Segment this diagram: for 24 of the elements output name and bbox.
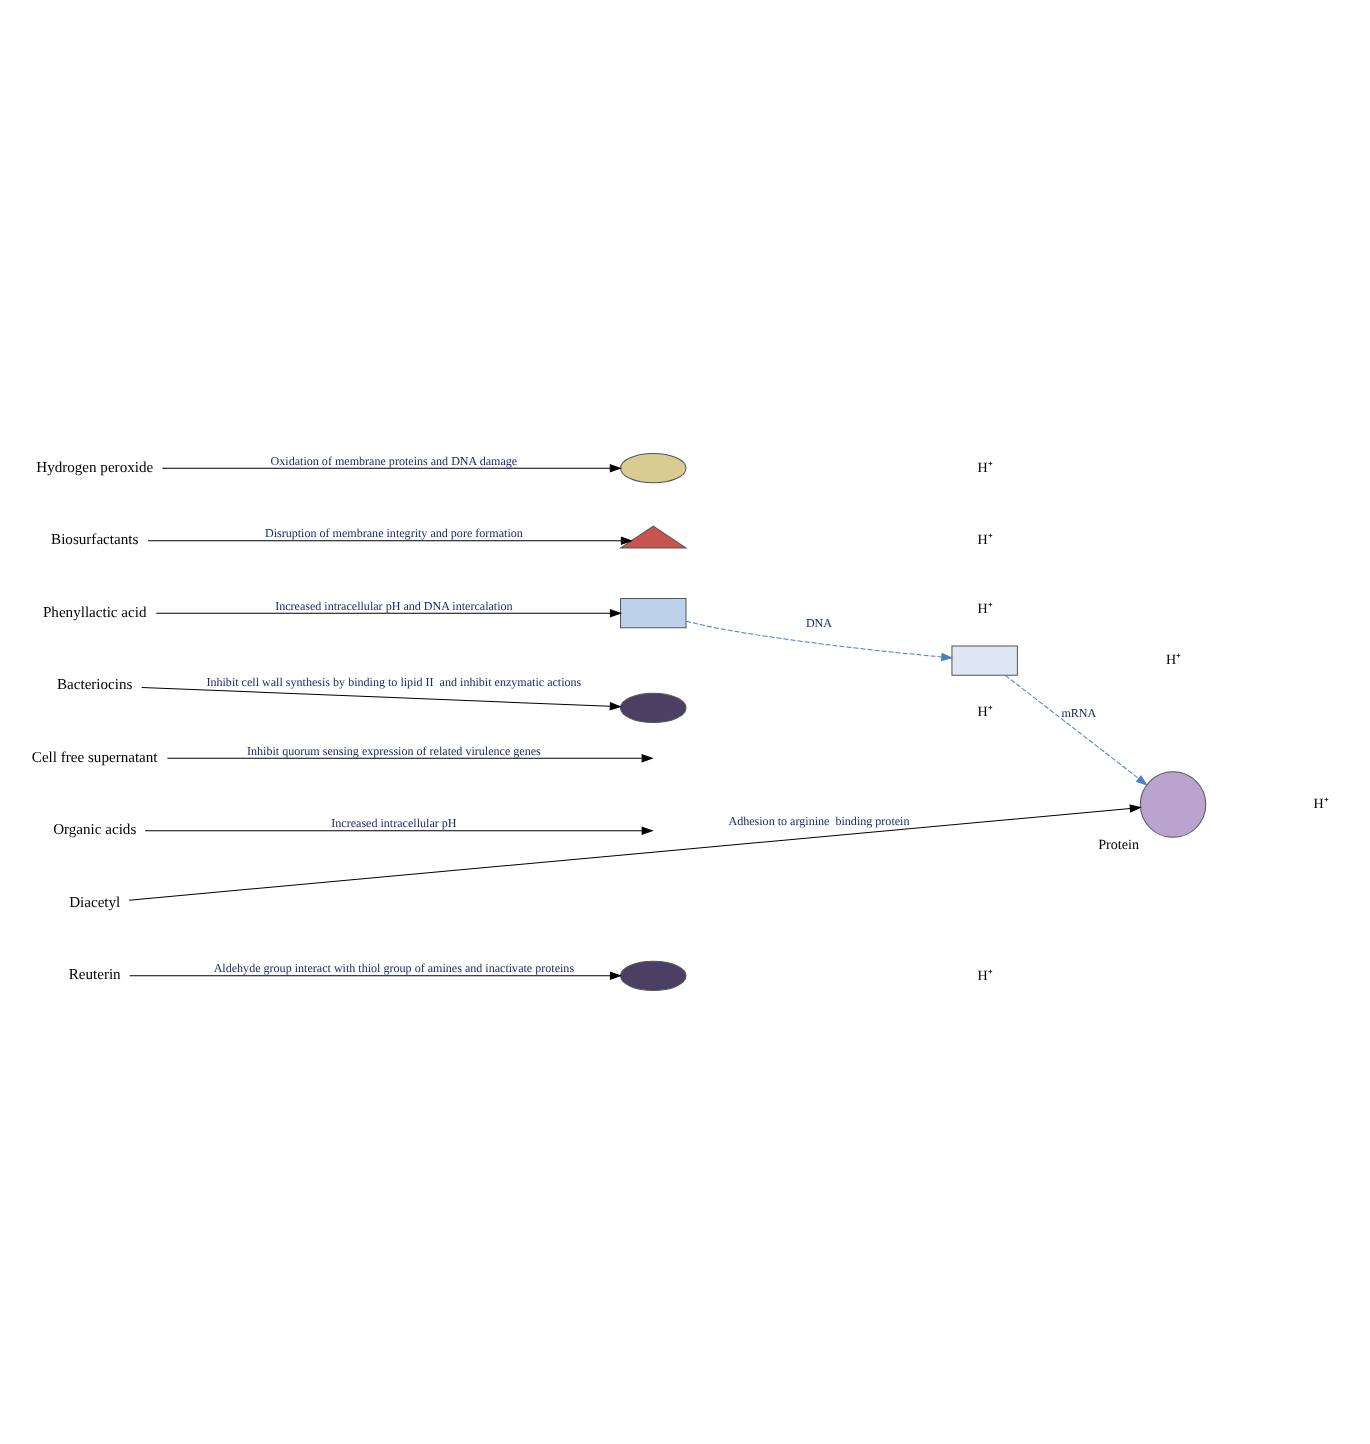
node-text: Bacteriocins — [56, 675, 133, 694]
arrow — [1004, 674, 1148, 786]
node-text: Reuterin — [68, 965, 121, 984]
arrow — [161, 463, 622, 473]
node-text: Organic acids — [53, 820, 137, 839]
arrow — [141, 687, 622, 711]
node-text: Cell free supernatant — [31, 747, 158, 766]
arrow — [166, 754, 654, 763]
arrow — [128, 804, 1142, 901]
node-text: Hydrogen peroxide — [36, 457, 154, 476]
arrow — [144, 826, 654, 836]
node-ellipse — [620, 960, 687, 991]
node-text: Diacetyl — [69, 892, 121, 911]
arrow — [155, 608, 622, 618]
arrow — [129, 971, 622, 981]
arrow — [147, 536, 633, 545]
node-box — [951, 645, 1018, 676]
node-text: Phenyllactic acid — [42, 602, 147, 621]
node-ellipse — [620, 453, 687, 484]
node-ellipse — [620, 692, 687, 723]
node-box — [620, 598, 687, 629]
node-text: Biosurfactants — [51, 530, 139, 549]
node-circle — [1139, 771, 1207, 838]
arrow — [685, 620, 954, 662]
